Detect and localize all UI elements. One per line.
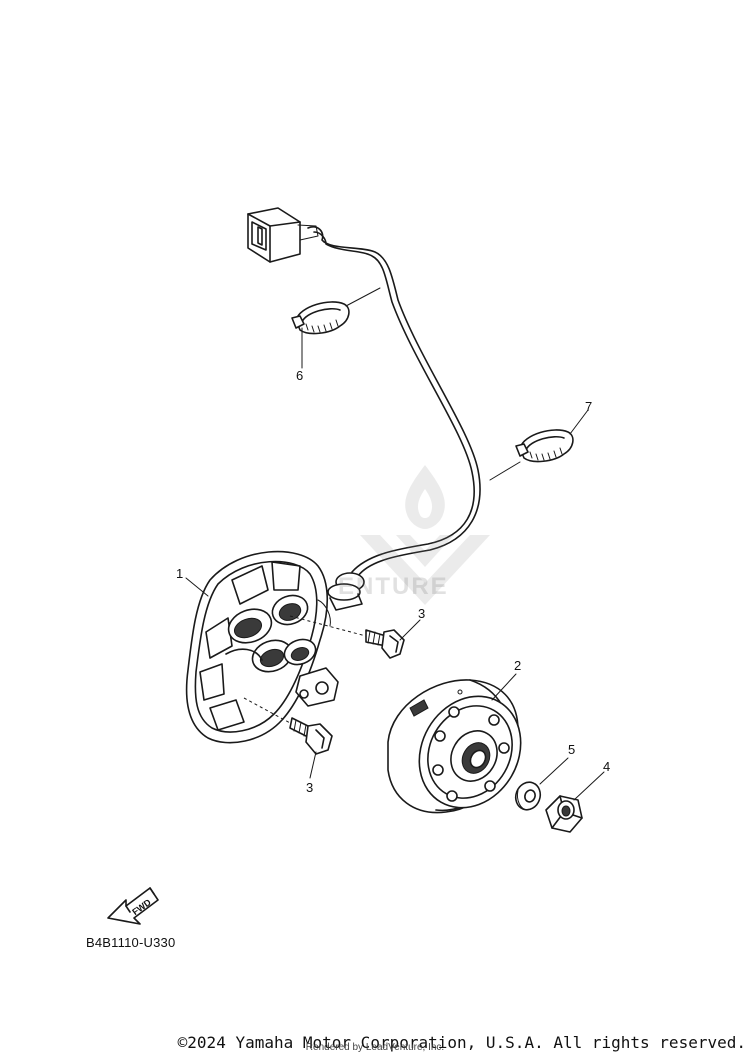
catalog-code: B4B1110-U330 [86,935,176,950]
callout-number-5: 5 [568,742,575,757]
watermark-brand-text: ENTURE [338,573,449,600]
stator-screw-upper[interactable] [289,615,405,659]
fwd-arrow-icon: FWD [107,887,159,925]
washer[interactable] [512,779,544,814]
wire-clamp-6[interactable] [291,301,350,335]
wire-harness[interactable] [247,207,481,611]
flange-nut[interactable] [545,795,583,833]
callout-leaders [185,287,605,801]
callout-number-3-upper: 3 [418,606,425,621]
wire-clamp-7[interactable] [515,429,574,463]
stator-coil [227,594,317,673]
stator-screw-lower[interactable] [243,697,333,755]
flame-v-logo-icon [360,465,490,605]
wire-grommet [327,572,365,611]
flywheel-rotor[interactable] [387,678,541,826]
callout-number-3-lower: 3 [306,780,313,795]
callout-number-6: 6 [296,368,303,383]
callout-number-2: 2 [514,658,521,673]
callout-number-7: 7 [585,399,592,414]
wire-connector[interactable] [247,207,319,263]
pickup-coil [295,667,339,707]
copyright-notice: ©2024 Yamaha Motor Corporation, U.S.A. A… [177,1033,746,1052]
rendered-by-credit: Rendered by LeadVenture, Inc. [305,1042,445,1053]
callout-number-4: 4 [603,759,610,774]
callout-number-1: 1 [176,566,183,581]
stator-assembly[interactable] [185,550,339,744]
